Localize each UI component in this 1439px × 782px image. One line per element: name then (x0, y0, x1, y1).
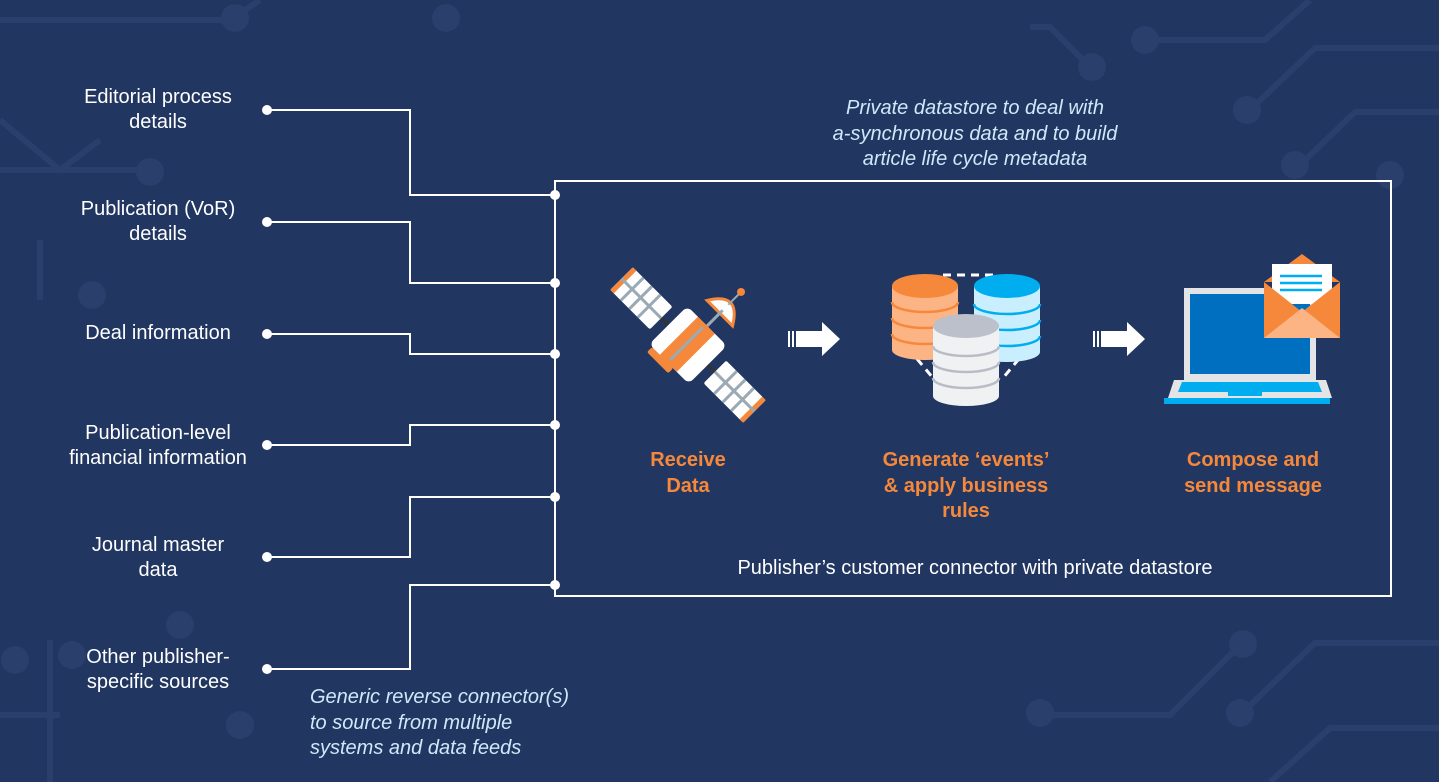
source-dot (262, 105, 272, 115)
source-dot (262, 329, 272, 339)
database-icon (890, 273, 1042, 406)
wire-editorial (267, 109, 555, 196)
step-generate-events: Generate ‘events’ & apply business rules (882, 449, 1050, 522)
source-other-publisher: Other publisher- specific sources (86, 646, 230, 693)
arrow-right-icon (1093, 322, 1145, 356)
connector-caption: Publisher’s customer connector with priv… (737, 557, 1213, 579)
wire-other (267, 584, 555, 670)
wire-journal (267, 496, 555, 558)
source-financial-information: Publication-level financial information (69, 422, 247, 469)
laptop-email-icon (1164, 254, 1340, 404)
wire-publication (267, 221, 555, 284)
wire-deal (267, 333, 555, 355)
private-datastore-note: Private datastore to deal with a-synchro… (832, 97, 1118, 170)
source-dot (262, 664, 272, 674)
arrow-right-icon (788, 322, 840, 356)
customer-connector-box (554, 180, 1392, 597)
source-deal-information: Deal information (85, 322, 231, 344)
satellite-icon (610, 267, 766, 423)
step-compose-send-message: Compose and send message (1184, 449, 1322, 497)
source-editorial-process: Editorial process details (84, 86, 232, 133)
source-publication-vor: Publication (VoR) details (80, 198, 236, 245)
source-dot (262, 552, 272, 562)
source-dot (262, 440, 272, 450)
step-receive-data: Receive Data (650, 449, 726, 497)
reverse-connector-note: Generic reverse connector(s) to source f… (310, 686, 569, 759)
source-dot (262, 217, 272, 227)
wire-financial (267, 424, 555, 446)
source-journal-master-data: Journal master data (91, 534, 225, 581)
